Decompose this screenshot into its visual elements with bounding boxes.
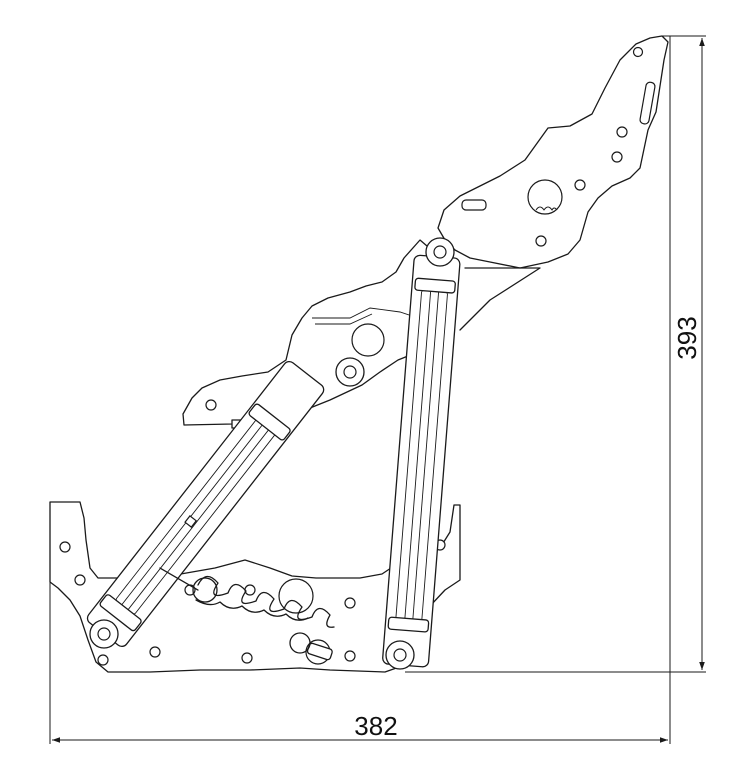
upper-bracket (437, 35, 669, 331)
base-bracket (49, 501, 461, 673)
height-label: 393 (672, 316, 702, 359)
right-strut (382, 254, 461, 668)
width-dimension: 382 (49, 36, 671, 744)
width-label: 382 (354, 711, 397, 741)
coil-spring (159, 567, 335, 654)
middle-bracket (182, 239, 453, 429)
height-dimension: 393 (405, 35, 706, 673)
